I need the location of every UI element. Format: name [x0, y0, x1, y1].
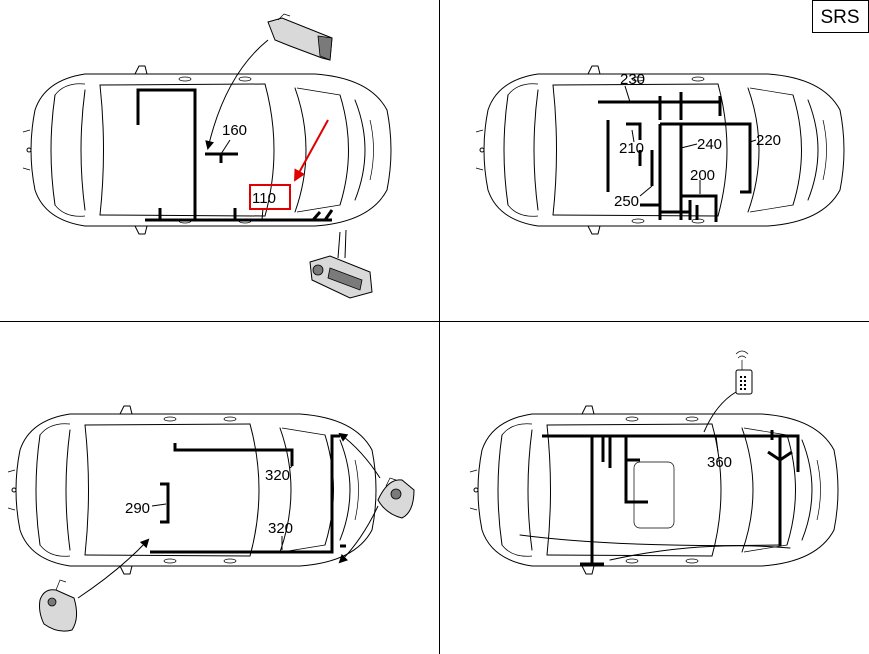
harness-230-drops: [658, 92, 722, 120]
panel-bottom-right: 360: [469, 350, 839, 575]
harness-320-upper: [173, 443, 294, 466]
harness-290: [160, 482, 170, 524]
harness-110-left: [136, 88, 197, 220]
arrow-airbag-to-160: [205, 39, 269, 150]
label-200: 200: [690, 167, 715, 184]
harness-110-branches: [158, 208, 334, 221]
harness-spine: [658, 124, 683, 220]
harness-210: [606, 120, 642, 192]
harness-bottom-stubs: [660, 200, 699, 220]
label-290: 290: [125, 500, 150, 517]
arrow-to-320-lower: [338, 505, 379, 564]
label-250: 250: [614, 193, 639, 210]
car-outline-bottom-right: [469, 405, 839, 575]
leader-230: [624, 85, 631, 103]
arrow-to-290: [77, 538, 150, 599]
label-320-lower: 320: [268, 520, 293, 537]
panel-top-right: 230 210 240 220 200 250: [475, 65, 845, 235]
leader-360: [715, 435, 719, 453]
label-230: 230: [620, 71, 645, 88]
leader-320-upper: [289, 465, 293, 469]
harness-200: [681, 194, 718, 222]
harness-160-stub: [205, 152, 238, 163]
harness-360-main: [542, 434, 800, 472]
label-320-upper: 320: [265, 467, 290, 484]
steering-wheel-airbag-icon: [267, 13, 333, 61]
harness-320-lower: [150, 434, 340, 554]
harness-360-drops: [580, 430, 782, 566]
harness-360-fork: [767, 450, 793, 462]
car-outline-top-left: [22, 65, 392, 235]
red-pointer-arrow: [294, 119, 329, 182]
label-210: 210: [619, 140, 644, 157]
harness-220: [660, 122, 752, 194]
leader-remote-key: [703, 391, 737, 433]
label-240: 240: [697, 136, 722, 153]
leader-210: [631, 129, 635, 143]
label-160: 160: [222, 122, 247, 139]
system-tag: SRS: [820, 7, 859, 28]
leader-160: [220, 139, 231, 155]
remote-key-icon: [735, 350, 753, 395]
label-220: 220: [756, 132, 781, 149]
arrow-to-320-upper: [338, 432, 381, 479]
leader-220: [749, 139, 757, 143]
harness-250: [640, 150, 660, 207]
leader-290: [151, 503, 167, 507]
curtain-airbag-rear-icon: [39, 579, 78, 632]
panel-top-left: 160 110: [22, 13, 392, 299]
car-outline-bottom-left: [7, 405, 377, 575]
label-110: 110: [252, 190, 276, 207]
highlight-box-110: [249, 184, 291, 210]
label-360: 360: [707, 454, 732, 471]
leader-250: [639, 185, 653, 197]
leader-control-unit: [337, 229, 347, 259]
leader-240: [680, 143, 698, 149]
panel-bottom-left: 320 290 320: [7, 405, 415, 632]
curtain-airbag-icon: [377, 477, 415, 519]
airbag-control-unit-icon: [309, 255, 373, 299]
